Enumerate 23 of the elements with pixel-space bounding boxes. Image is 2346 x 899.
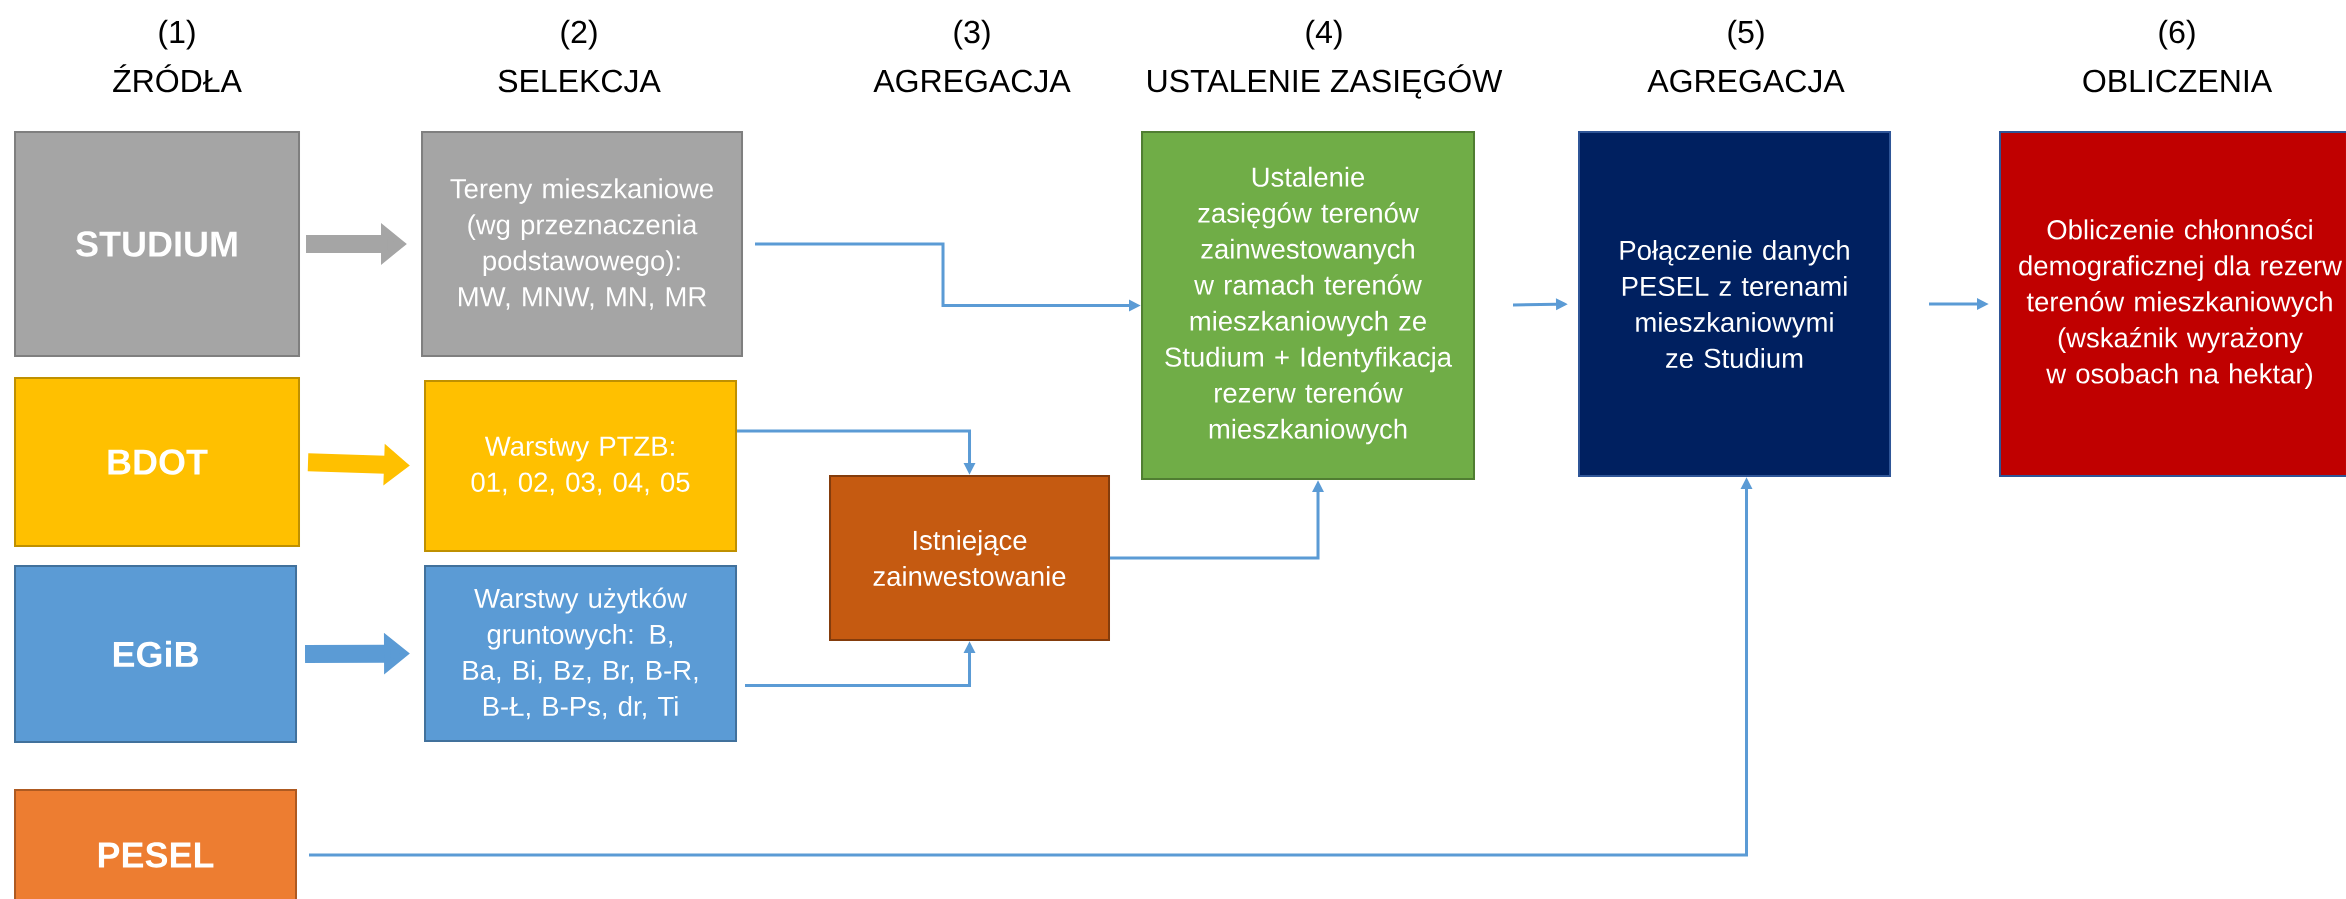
column-heading: (3) <box>954 19 990 50</box>
column-heading: (6) <box>2159 19 2195 50</box>
column-heading: (5) <box>1728 19 1764 50</box>
process-box: STUDIUM <box>14 131 300 357</box>
process-box: Tereny mieszkaniowe (wg przeznaczenia podstawowego): MW, MNW, MN, MR <box>421 131 743 357</box>
process-box: Ustalenie zasięgów terenów zainwestowanych w ramach terenów mieszkaniowych ze Studium + Identyfikacja rezerw terenów mieszkaniowych <box>1141 131 1475 480</box>
column-heading: (1) <box>159 19 195 50</box>
process-box: Obliczenie chłonności demograficznej dla rezerw terenów mieszkaniowych (wskaźnik wyrażony w osobach na hektar) <box>1999 131 2346 477</box>
process-box: Połączenie danych PESEL z terenami mieszkaniowymi ze Studium <box>1578 131 1891 477</box>
process-box: Warstwy użytków gruntowych: B, Ba, Bi, Bz, Br, B-R, B-Ł, B-Ps, dr, Ti <box>424 565 737 742</box>
process-box: EGiB <box>14 565 297 743</box>
process-box: Warstwy PTZB: 01, 02, 03, 04, 05 <box>424 380 737 552</box>
process-box: BDOT <box>14 377 300 547</box>
column-heading: (4) <box>1306 19 1342 50</box>
column-heading: AGREGACJA <box>1647 69 1845 93</box>
column-heading: SELEKCJA <box>498 69 661 93</box>
column-heading: OBLICZENIA <box>2083 69 2273 93</box>
column-heading: (2) <box>561 19 597 50</box>
column-heading: ŹRÓDŁA <box>113 64 242 93</box>
column-heading: USTALENIE ZASIĘGÓW <box>1148 64 1503 99</box>
column-heading: AGREGACJA <box>873 69 1071 93</box>
process-box: Istniejące zainwestowanie <box>829 475 1110 641</box>
process-box: PESEL <box>14 789 297 899</box>
